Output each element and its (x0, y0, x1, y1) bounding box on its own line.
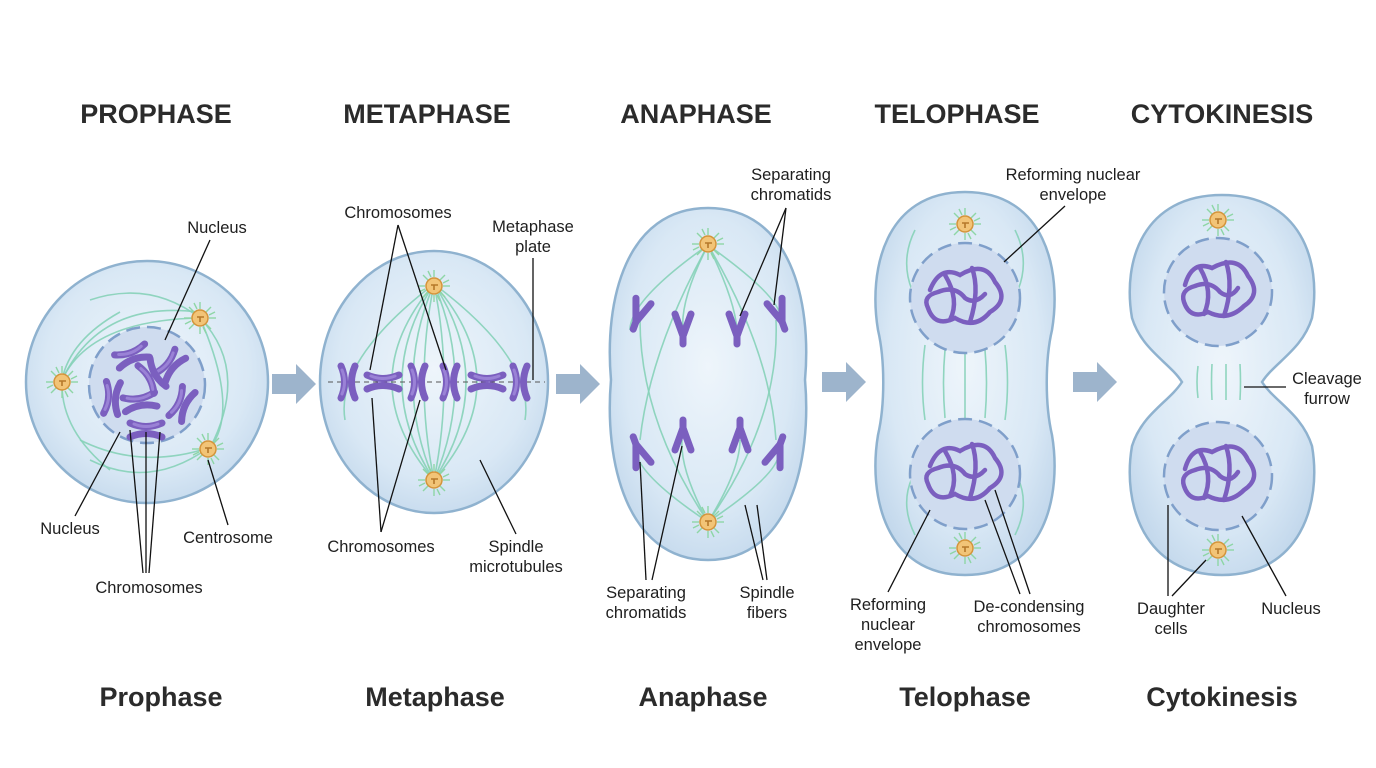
label-sep-bottom-2: chromatids (606, 604, 687, 622)
label-sep-top-1: Separating (751, 166, 831, 184)
label-nucleus-top: Nucleus (187, 219, 247, 237)
title-telophase: TELOPHASE (874, 99, 1039, 129)
telophase-labels: Reforming nuclear envelope Reforming nuc… (850, 166, 1141, 654)
label-metaphase-plate-2: plate (515, 238, 551, 256)
label-chromosomes-top: Chromosomes (344, 204, 451, 222)
label-fibers-1: Spindle (739, 584, 794, 602)
label-chromosomes-bottom: Chromosomes (327, 538, 434, 556)
label-env-bottom-1: Reforming (850, 596, 926, 614)
label-centrosome: Centrosome (183, 529, 273, 547)
label-daughter-1: Daughter (1137, 600, 1205, 618)
cytokinesis-labels: Cleavage furrow Daughter cells Nucleus (1137, 370, 1362, 638)
caption-metaphase: Metaphase (365, 682, 505, 712)
label-env-bottom-3: envelope (855, 636, 922, 654)
label-decond-1: De-condensing (974, 598, 1085, 616)
label-env-bottom-2: nuclear (861, 616, 916, 634)
label-sep-top-2: chromatids (751, 186, 832, 204)
title-metaphase: METAPHASE (343, 99, 511, 129)
right-arrow-icon (1073, 362, 1117, 402)
right-arrow-icon (822, 362, 866, 402)
label-fibers-2: fibers (747, 604, 787, 622)
label-nucleus-bottom: Nucleus (40, 520, 100, 538)
cytokinesis-cell (1128, 193, 1316, 577)
prophase-labels: Nucleus Nucleus Centrosome Chromosomes (40, 219, 273, 597)
label-env-top-2: envelope (1040, 186, 1107, 204)
caption-telophase: Telophase (899, 682, 1031, 712)
prophase-cell (24, 259, 270, 505)
label-nucleus-cyto: Nucleus (1261, 600, 1321, 618)
label-env-top-1: Reforming nuclear (1006, 166, 1141, 184)
label-chromosomes: Chromosomes (95, 579, 202, 597)
right-arrow-icon (272, 364, 316, 404)
cytokinesis-chromatin (1180, 259, 1257, 503)
title-anaphase: ANAPHASE (620, 99, 772, 129)
telophase-cell (874, 190, 1056, 577)
telophase-spindle-remnants (905, 229, 1025, 536)
caption-prophase: Prophase (99, 682, 222, 712)
caption-cytokinesis: Cytokinesis (1146, 682, 1298, 712)
cleavage-furrow-lines (1196, 363, 1242, 401)
label-furrow-2: furrow (1304, 390, 1350, 408)
metaphase-labels: Chromosomes Metaphase plate Chromosomes … (327, 204, 573, 576)
title-prophase: PROPHASE (80, 99, 232, 129)
label-spindle-2: microtubules (469, 558, 563, 576)
caption-anaphase: Anaphase (638, 682, 767, 712)
anaphase-cell (608, 206, 808, 562)
label-spindle-1: Spindle (488, 538, 543, 556)
label-furrow-1: Cleavage (1292, 370, 1362, 388)
anaphase-labels: Separating chromatids Separating chromat… (606, 166, 832, 622)
label-metaphase-plate-1: Metaphase (492, 218, 574, 236)
title-cytokinesis: CYTOKINESIS (1131, 99, 1314, 129)
metaphase-cell (318, 249, 550, 515)
label-decond-2: chromosomes (977, 618, 1081, 636)
label-daughter-2: cells (1154, 620, 1187, 638)
telophase-chromatin (924, 265, 1004, 502)
right-arrow-icon (556, 364, 600, 404)
label-sep-bottom-1: Separating (606, 584, 686, 602)
